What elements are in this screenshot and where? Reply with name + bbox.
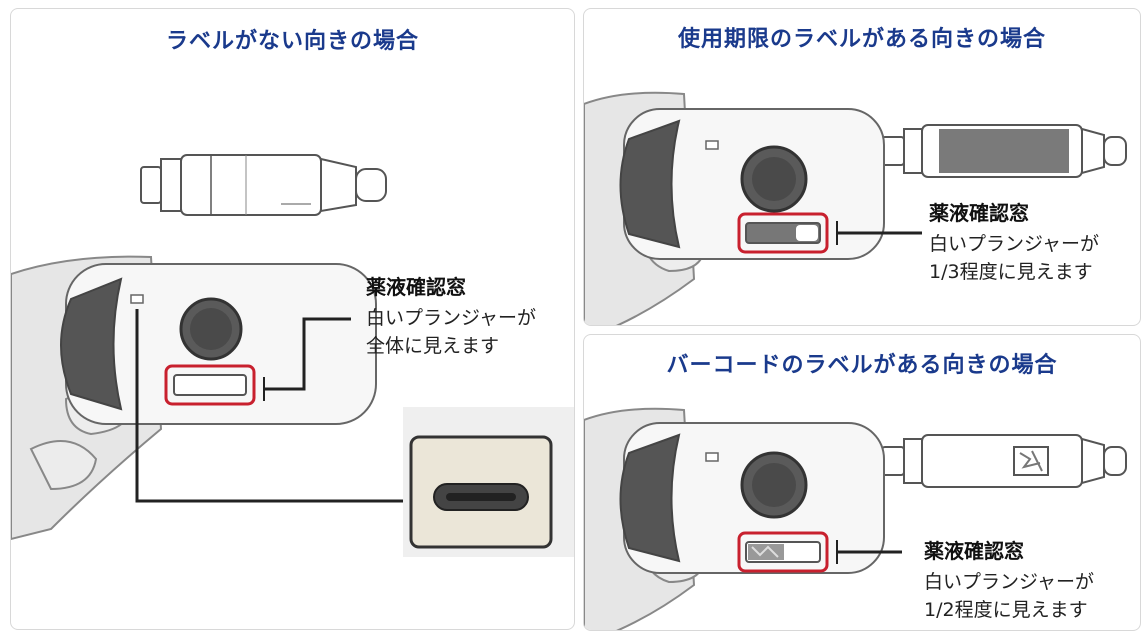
device-illustration-barcode-label (584, 407, 1127, 630)
window-title: 薬液確認窓 (366, 275, 466, 299)
window-desc-line-1: 白いプランジャーが (929, 233, 1100, 255)
cartridge-expiry-label (881, 124, 1127, 178)
device-illustration-no-label (11, 154, 574, 557)
window-title: 薬液確認窓 (924, 539, 1024, 563)
device-illustration-expiry-label (584, 91, 1127, 325)
panel-barcode-label: バーコードのラベルがある向きの場合 薬液確認窓 白いプランジャーが 1/2 (583, 334, 1141, 631)
window-desc-line-1: 白いプランジャーが (924, 571, 1095, 593)
cartridge-barcode-label (881, 434, 1127, 488)
window-desc-line-2: 全体に見えます (366, 335, 500, 357)
panel-expiry-label: 使用期限のラベルがある向きの場合 薬液確認窓 白いプランジャーが 1/3程度に見… (583, 8, 1141, 326)
panel-title: バーコードのラベルがある向きの場合 (666, 353, 1058, 378)
window-desc-line-2: 1/3程度に見えます (929, 261, 1093, 283)
panel-title: ラベルがない向きの場合 (165, 29, 419, 54)
panel-title: 使用期限のラベルがある向きの場合 (677, 27, 1046, 52)
panel-no-label: ラベルがない向きの場合 (10, 8, 575, 630)
window-title: 薬液確認窓 (929, 201, 1029, 225)
window-desc-line-1: 白いプランジャーが (366, 307, 537, 329)
cartridge-no-label (140, 154, 387, 216)
window-desc-line-2: 1/2程度に見えます (924, 599, 1088, 621)
